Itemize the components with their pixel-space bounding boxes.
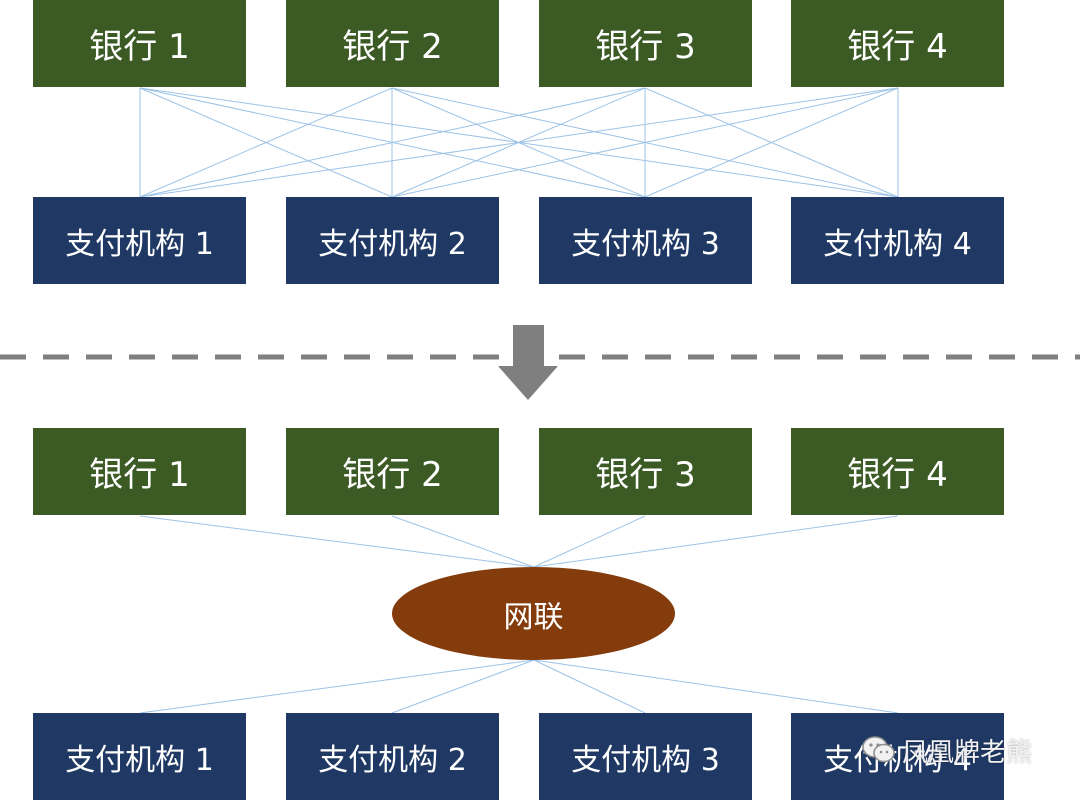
top-payment-label-4: 支付机构 4 <box>823 226 972 262</box>
bottom-bank-box-3: 银行 3 <box>539 428 752 515</box>
bottom-payment-box-2: 支付机构 2 <box>286 713 499 800</box>
bottom-payment-label-4: 支付机构 4 <box>823 742 972 778</box>
hub-connector-payment2 <box>391 659 535 714</box>
hub-connector-payment3 <box>533 659 646 714</box>
bottom-bank-box-1: 银行 1 <box>33 428 246 515</box>
down-arrow-icon <box>498 325 558 400</box>
hub-connector-payment1 <box>139 659 535 714</box>
watermark: 凤凰牌老熊 <box>862 728 1032 772</box>
top-bank-label-4: 银行 4 <box>847 27 948 67</box>
top-payment-label-2: 支付机构 2 <box>318 226 467 262</box>
hub-connector-payment4 <box>533 659 899 714</box>
top-bank-label-1: 银行 1 <box>89 27 190 67</box>
top-payment-box-4: 支付机构 4 <box>791 197 1004 284</box>
bottom-payment-box-1: 支付机构 1 <box>33 713 246 800</box>
mesh-connector-bank3-payment4 <box>644 87 899 198</box>
mesh-connector-bank2-payment4 <box>391 87 899 198</box>
bottom-payment-box-4: 支付机构 4 <box>791 713 1004 800</box>
hub-connector-bank2 <box>391 515 535 568</box>
bottom-payment-box-3: 支付机构 3 <box>539 713 752 800</box>
top-bank-label-2: 银行 2 <box>342 27 443 67</box>
top-payment-box-1: 支付机构 1 <box>33 197 246 284</box>
mesh-connector-bank1-payment3 <box>139 87 646 198</box>
mesh-connector-bank1-payment2 <box>139 87 393 198</box>
bottom-bank-label-1: 银行 1 <box>89 455 190 495</box>
top-bank-box-3: 银行 3 <box>539 0 752 87</box>
bottom-bank-box-4: 银行 4 <box>791 428 1004 515</box>
hub-connector-bank1 <box>139 515 535 568</box>
bottom-bank-label-4: 银行 4 <box>847 455 948 495</box>
mesh-connector-bank1-payment4 <box>139 87 899 198</box>
bottom-bank-label-3: 银行 3 <box>595 455 696 495</box>
wechat-icon <box>862 736 895 763</box>
top-bank-label-3: 银行 3 <box>595 27 696 67</box>
hub-label: 网联 <box>503 599 564 635</box>
bottom-bank-box-2: 银行 2 <box>286 428 499 515</box>
hub-ellipse: 网联 <box>392 567 675 660</box>
top-payment-box-3: 支付机构 3 <box>539 197 752 284</box>
top-payment-box-2: 支付机构 2 <box>286 197 499 284</box>
top-payment-label-3: 支付机构 3 <box>571 226 720 262</box>
watermark-text: 凤凰牌老熊 <box>902 737 1033 768</box>
bottom-payment-label-1: 支付机构 1 <box>65 742 214 778</box>
bottom-payment-label-3: 支付机构 3 <box>571 742 720 778</box>
bottom-payment-label-2: 支付机构 2 <box>318 742 467 778</box>
top-payment-label-1: 支付机构 1 <box>65 226 214 262</box>
top-bank-box-4: 银行 4 <box>791 0 1004 87</box>
bottom-bank-label-2: 银行 2 <box>342 455 443 495</box>
top-bank-box-1: 银行 1 <box>33 0 246 87</box>
hub-connector-bank3 <box>533 515 646 568</box>
hub-connector-bank4 <box>533 515 899 568</box>
top-bank-box-2: 银行 2 <box>286 0 499 87</box>
